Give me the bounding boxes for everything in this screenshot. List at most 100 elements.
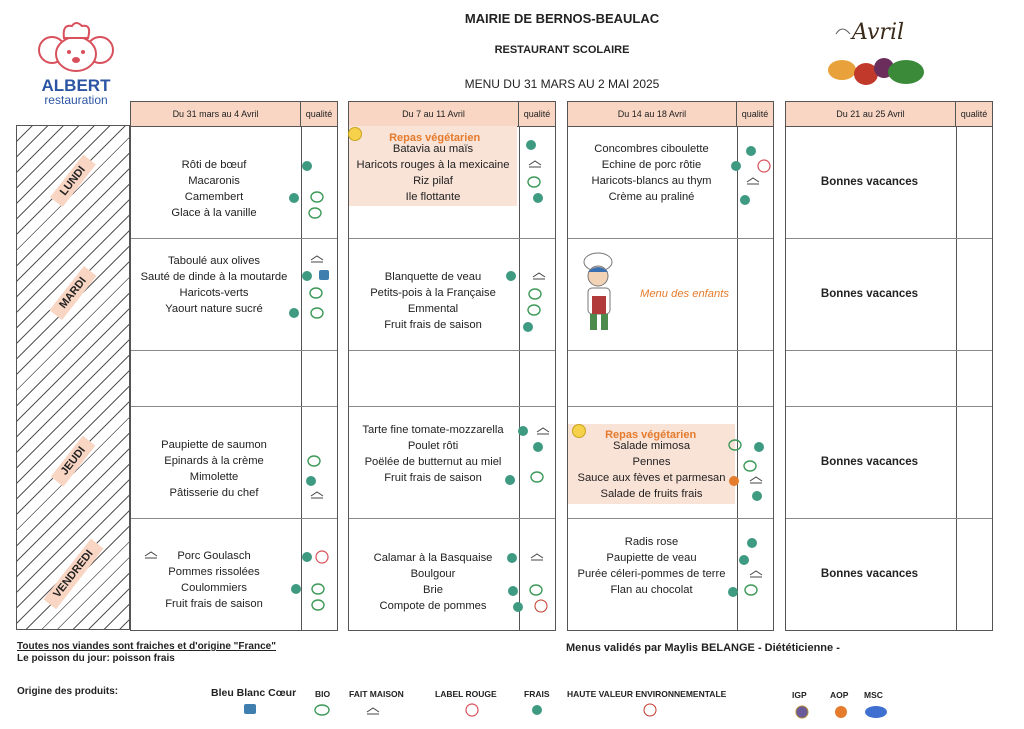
holiday-text: Bonnes vacances — [820, 568, 919, 580]
dish-item: Camembert — [184, 191, 244, 203]
smiley-icon — [572, 424, 586, 438]
dish-item: Haricots-blancs au thym — [591, 175, 712, 187]
legend-frais: FRAIS — [524, 689, 550, 699]
week-3-label: Du 14 au 18 Avril — [568, 102, 737, 126]
legend-bio: BIO — [315, 689, 331, 699]
msc-icon — [865, 706, 887, 718]
restaurant-subtitle: RESTAURANT SCOLAIRE — [494, 44, 630, 56]
dish-item: Salade mimosa — [612, 440, 691, 452]
dish-item: Paupiette de saumon — [161, 439, 267, 451]
dish-item: Porc Goulasch — [177, 550, 251, 562]
hve-icon — [643, 703, 657, 717]
dish-item: Mimolette — [189, 471, 239, 483]
dish-item: Tarte fine tomate-mozzarella — [362, 424, 504, 436]
fruits-vegetables-icon — [828, 28, 924, 85]
mairie-title: MAIRIE DE BERNOS-BEAULAC — [464, 11, 660, 26]
legend-bleu-blanc-coeur: Bleu Blanc Cœur — [211, 687, 297, 699]
dish-item: Salade de fruits frais — [600, 488, 703, 500]
legend-fait-maison: FAIT MAISON — [349, 689, 404, 699]
dish-item: Flan au chocolat — [610, 584, 693, 596]
footer-fish: Le poisson du jour: poisson frais — [17, 653, 175, 664]
legend-aop: AOP — [830, 690, 849, 700]
chef-kid-icon — [583, 252, 613, 330]
dish-item: Riz pilaf — [413, 175, 453, 187]
dish-item: Ile flottante — [405, 191, 461, 203]
dish-item: Pommes rissolées — [168, 566, 260, 578]
week-column-4: Du 21 au 25 Avril qualité — [785, 101, 993, 631]
month-script: Avril — [852, 20, 905, 45]
quality-header: qualité — [741, 109, 769, 119]
dish-item: Concombres ciboulette — [594, 143, 709, 155]
dish-item: Taboulé aux olives — [167, 255, 261, 267]
holiday-text: Bonnes vacances — [820, 456, 919, 468]
day-band — [16, 125, 130, 630]
fait-maison-icon — [366, 707, 380, 715]
dish-item: Echine de porc rôtie — [601, 159, 702, 171]
week-4-label: Du 21 au 25 Avril — [786, 102, 956, 126]
dish-item: Radis rose — [624, 536, 679, 548]
week-1-label: Du 31 mars au 4 Avril — [131, 102, 301, 126]
dish-item: Haricots rouges à la mexicaine — [356, 159, 510, 171]
dish-item: Fruit frais de saison — [384, 472, 482, 484]
footer-validated: Menus validés par Maylis BELANGE - Diété… — [566, 642, 840, 654]
dish-item: Haricots-verts — [179, 287, 249, 299]
vegetarian-highlight — [349, 126, 517, 206]
dish-item: Petits-pois à la Française — [370, 287, 496, 299]
day-label-mardi: MARDI — [16, 238, 130, 348]
day-label-jeudi: JEUDI — [16, 406, 130, 516]
week-column-3: Du 14 au 18 Avril qualité — [567, 101, 774, 631]
week-column-1: Du 31 mars au 4 Avril qualité — [130, 101, 338, 631]
dish-item: Calamar à la Basquaise — [373, 552, 493, 564]
quality-header: qualité — [305, 109, 333, 119]
dish-item: Pâtisserie du chef — [169, 487, 259, 499]
day-label-vendredi: VENDREDI — [16, 518, 130, 630]
label-rouge-icon — [465, 703, 479, 717]
kids-menu-label: Menu des enfants — [640, 288, 729, 300]
dish-item: Brie — [423, 584, 443, 596]
bio-icon — [314, 704, 330, 716]
dish-item: Yaourt nature sucré — [165, 303, 263, 315]
dish-item: Macaronis — [188, 175, 240, 187]
dish-item: Rôti de bœuf — [181, 159, 247, 171]
dish-item: Coulommiers — [181, 582, 247, 594]
legend-igp: IGP — [792, 690, 807, 700]
dish-item: Paupiette de veau — [606, 552, 697, 564]
vegetarian-highlight — [568, 424, 735, 504]
legend-label-rouge: LABEL ROUGE — [435, 689, 497, 699]
legend-title: Origine des produits: — [17, 686, 119, 697]
logo-text-restauration: restauration — [44, 93, 108, 107]
menu-period: MENU DU 31 MARS AU 2 MAI 2025 — [464, 77, 660, 91]
vegetarian-title: Repas végétarien — [572, 424, 696, 441]
dish-item: Fruit frais de saison — [165, 598, 263, 610]
dish-item: Sauté de dinde à la moutarde — [140, 271, 288, 283]
dish-item: Pennes — [632, 456, 671, 468]
dish-item: Compote de pommes — [379, 600, 487, 612]
footer-meat-origin: Toutes nos viandes sont fraiches et d'or… — [17, 641, 276, 652]
aop-icon — [835, 706, 847, 718]
bleu-blanc-coeur-icon — [244, 704, 256, 714]
logo-text-albert: ALBERT — [41, 76, 111, 95]
dish-item: Fruit frais de saison — [384, 319, 482, 331]
dish-item: Boulgour — [410, 568, 456, 580]
week-2-label: Du 7 au 11 Avril — [349, 102, 519, 126]
dish-item: Blanquette de veau — [384, 271, 482, 283]
dish-item: Purée céleri-pommes de terre — [577, 568, 726, 580]
dish-item: Poëlée de butternut au miel — [364, 456, 502, 468]
chef-kid-illustration — [576, 252, 626, 336]
vegetarian-title: Repas végétarien — [348, 127, 480, 144]
dish-item: Crème au praliné — [608, 191, 695, 203]
frais-icon — [532, 705, 542, 715]
holiday-text: Bonnes vacances — [820, 176, 919, 188]
igp-icon — [795, 705, 809, 719]
dish-item: Sauce aux fèves et parmesan — [577, 472, 726, 484]
koala-chef-icon — [38, 22, 114, 72]
dish-item: Epinards à la crème — [164, 455, 264, 467]
day-label-lundi: LUNDI — [16, 126, 130, 236]
dish-item: Glace à la vanille — [171, 207, 257, 219]
quality-header: qualité — [523, 109, 551, 119]
week-column-2: Du 7 au 11 Avril qualité — [348, 101, 556, 631]
quality-header: qualité — [960, 109, 988, 119]
legend-msc: MSC — [864, 690, 883, 700]
dish-item: Batavia au maïs — [392, 143, 474, 155]
albert-logo: ALBERT restauration — [36, 20, 116, 107]
